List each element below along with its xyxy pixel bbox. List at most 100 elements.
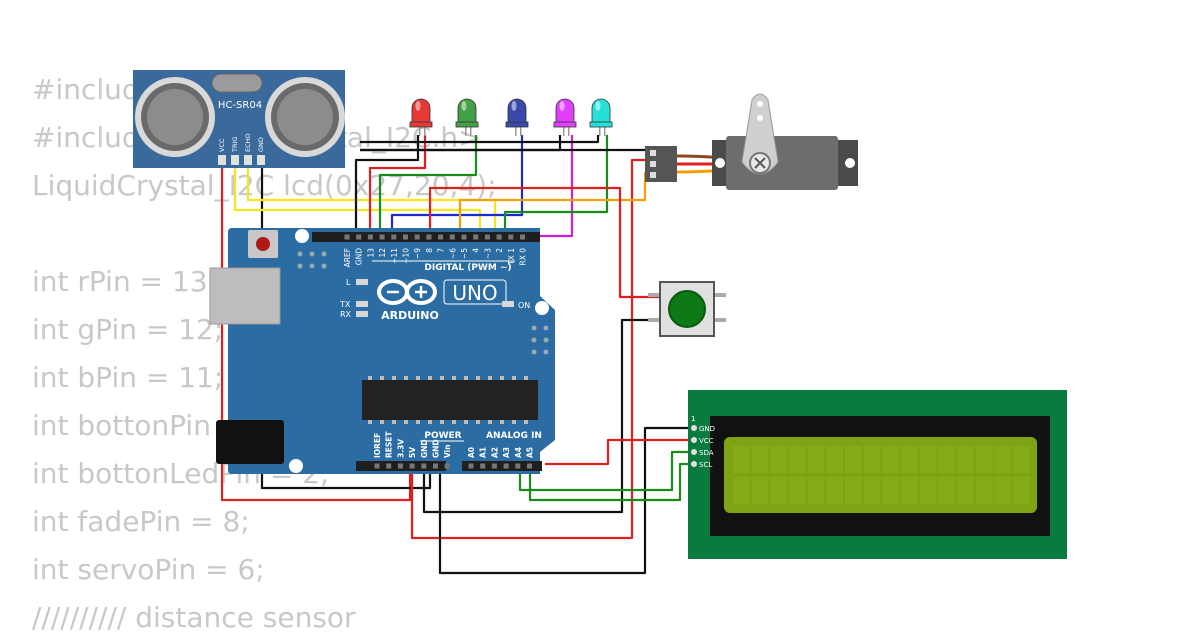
digital-pin[interactable] bbox=[391, 234, 397, 240]
wire-led-gnd-bus2 bbox=[360, 135, 600, 144]
push-button-cap[interactable] bbox=[668, 290, 706, 328]
code-line: int bPin = 11; bbox=[32, 361, 224, 394]
digital-pin[interactable] bbox=[520, 234, 525, 240]
power-pin[interactable] bbox=[433, 463, 438, 469]
digital-header-pins bbox=[344, 234, 525, 240]
sensor-model-label: HC-SR04 bbox=[218, 100, 262, 111]
lcd-pin-label: SDA bbox=[699, 449, 714, 457]
power-pin-label: A1 bbox=[479, 447, 488, 458]
power-jack[interactable] bbox=[216, 420, 284, 464]
led-red[interactable] bbox=[409, 98, 433, 136]
uno-badge bbox=[443, 279, 507, 305]
power-pin[interactable] bbox=[421, 463, 427, 469]
digital-header bbox=[312, 232, 540, 242]
lcd-pin-label: GND bbox=[699, 425, 715, 433]
wire-led-red-anode bbox=[368, 135, 427, 238]
power-pin[interactable] bbox=[503, 463, 509, 469]
wire-servo-signal bbox=[458, 172, 647, 238]
digital-pin[interactable] bbox=[496, 234, 502, 240]
wire-led-cyan bbox=[503, 135, 609, 238]
chip-pins bbox=[368, 376, 528, 424]
wire-led-red-gnd bbox=[354, 135, 420, 238]
reset-button-cap bbox=[256, 237, 270, 251]
usb-port[interactable] bbox=[209, 267, 281, 325]
arduino-logo-symbols bbox=[387, 286, 427, 298]
power-pin-label: 5V bbox=[408, 447, 417, 458]
power-pin[interactable] bbox=[468, 463, 474, 469]
lcd-pin[interactable] bbox=[691, 425, 697, 431]
digital-pin[interactable] bbox=[414, 234, 420, 240]
lcd-pin[interactable] bbox=[691, 437, 697, 443]
code-line: ////////// distance sensor bbox=[32, 601, 356, 634]
digital-pin-label: TX 1 bbox=[507, 248, 516, 266]
wire-servo-vcc bbox=[410, 158, 645, 540]
power-header-pins bbox=[374, 463, 532, 469]
digital-pin[interactable] bbox=[449, 234, 455, 240]
servo-horn bbox=[741, 93, 779, 175]
servo-shaft-cross bbox=[754, 157, 766, 169]
servo-horn-hole bbox=[757, 115, 763, 121]
power-pin[interactable] bbox=[444, 463, 450, 469]
power-pin[interactable] bbox=[491, 463, 497, 469]
digital-pin[interactable] bbox=[344, 234, 350, 240]
sensor-pin-label: TRIG bbox=[231, 137, 239, 153]
digital-label: DIGITAL (PWM ~) bbox=[424, 263, 511, 273]
lcd-pin-label: VCC bbox=[699, 437, 714, 445]
code-line: int fadePin = 8; bbox=[32, 505, 250, 538]
power-pin-label: 3.3V bbox=[396, 439, 405, 458]
sensor-pins bbox=[218, 155, 265, 165]
digital-pin[interactable] bbox=[438, 234, 444, 240]
digital-pin[interactable] bbox=[461, 234, 467, 240]
wire-lcd-vcc bbox=[545, 438, 692, 466]
digital-pin-label: ~3 bbox=[483, 248, 492, 259]
microcontroller-chip bbox=[362, 380, 538, 420]
led-green[interactable] bbox=[455, 98, 479, 136]
servo-motor[interactable] bbox=[645, 93, 858, 190]
power-pin[interactable] bbox=[397, 463, 403, 469]
power-pin[interactable] bbox=[527, 463, 532, 469]
power-pin[interactable] bbox=[409, 463, 415, 469]
power-pin[interactable] bbox=[480, 463, 486, 469]
lcd-pin[interactable] bbox=[691, 461, 697, 467]
power-pin[interactable] bbox=[515, 463, 521, 469]
led-on bbox=[502, 301, 514, 307]
power-pin-label: A4 bbox=[514, 447, 523, 458]
arduino-brand: ARDUINO bbox=[381, 309, 439, 322]
lcd-pin[interactable] bbox=[691, 449, 697, 455]
push-button[interactable] bbox=[648, 281, 726, 337]
servo-mount-hole bbox=[845, 158, 855, 168]
digital-pin[interactable] bbox=[484, 234, 490, 240]
icsp-header bbox=[297, 251, 327, 269]
digital-pin[interactable] bbox=[473, 234, 479, 240]
digital-pin[interactable] bbox=[379, 234, 385, 240]
code-line: int rPin = 13; bbox=[32, 265, 218, 298]
digital-pin[interactable] bbox=[426, 234, 432, 240]
digital-pin-label: 7 bbox=[437, 248, 446, 253]
led-label-on: ON bbox=[518, 301, 530, 310]
wire-sensor-vcc bbox=[220, 165, 412, 502]
power-pin[interactable] bbox=[386, 463, 392, 469]
led-blue[interactable] bbox=[505, 98, 529, 136]
wire-button-vcc bbox=[428, 186, 660, 299]
digital-pin[interactable] bbox=[356, 234, 362, 240]
led-rx bbox=[356, 311, 368, 317]
analog-label: ANALOG IN bbox=[486, 431, 542, 441]
led-label-tx: TX bbox=[339, 300, 351, 309]
sensor-transducer-left bbox=[135, 77, 215, 157]
sensor-pin-label: GND bbox=[257, 137, 265, 152]
digital-pin[interactable] bbox=[508, 234, 514, 240]
wire-led-blue bbox=[390, 135, 524, 238]
digital-pin[interactable] bbox=[367, 234, 373, 240]
icsp-header-right bbox=[531, 325, 549, 355]
servo-connector bbox=[645, 146, 677, 182]
digital-pin-label: 2 bbox=[495, 248, 504, 253]
led-magenta[interactable] bbox=[553, 98, 577, 136]
power-pin[interactable] bbox=[374, 463, 380, 469]
digital-pin[interactable] bbox=[403, 234, 408, 240]
led-cyan[interactable] bbox=[589, 98, 613, 136]
